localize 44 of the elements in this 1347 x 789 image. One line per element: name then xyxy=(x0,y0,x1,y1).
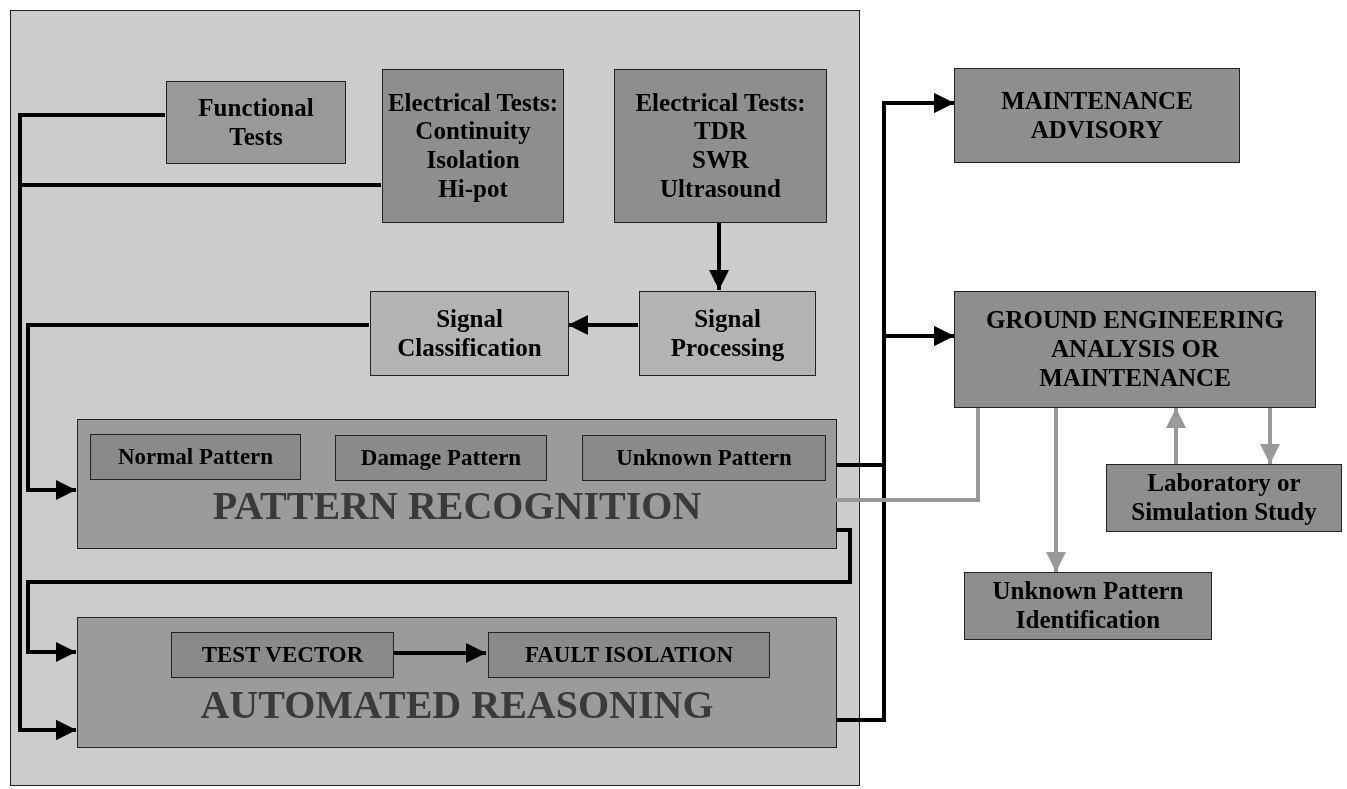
box-label: TDR SWR Ultrasound xyxy=(659,117,782,204)
process-box xyxy=(166,81,346,164)
process-box xyxy=(639,291,816,376)
box-label: MAINTENANCE ADVISORY xyxy=(1000,86,1194,145)
box-label: Normal Pattern xyxy=(117,443,274,471)
connector-arrow xyxy=(26,528,852,662)
box-label: Damage Pattern xyxy=(360,444,522,472)
connector-arrow xyxy=(709,222,729,290)
box-label: Signal Processing xyxy=(669,304,786,363)
process-box xyxy=(954,68,1240,163)
group-title: AUTOMATED REASONING xyxy=(200,685,714,725)
box-label: Signal Classification xyxy=(396,304,543,363)
box-label: GROUND ENGINEERING ANALYSIS OR MAINTENANCE xyxy=(985,306,1285,393)
process-box xyxy=(614,69,827,223)
connector-arrow xyxy=(1260,408,1280,464)
box-label: Unknown Pattern Identification xyxy=(991,577,1185,635)
process-box xyxy=(488,632,770,678)
connector-arrow xyxy=(18,183,381,740)
group-title: PATTERN RECOGNITION xyxy=(212,486,702,526)
process-box xyxy=(954,291,1316,408)
process-box xyxy=(370,291,569,376)
process-box xyxy=(964,572,1212,640)
connector-arrow xyxy=(26,323,369,500)
box-label: Functional Tests xyxy=(197,93,315,152)
process-box xyxy=(382,69,564,223)
box-label: Unknown Pattern xyxy=(616,444,792,472)
box-label: FAULT ISOLATION xyxy=(524,641,734,669)
connector-arrow xyxy=(392,643,486,663)
connector-arrow xyxy=(1046,408,1066,572)
panel-background xyxy=(10,10,860,786)
process-box xyxy=(171,632,394,678)
process-box xyxy=(582,435,826,481)
connector-arrow xyxy=(568,315,638,335)
box-label: Electrical Tests: xyxy=(387,88,559,118)
box-label: TEST VECTOR xyxy=(201,641,364,669)
box-label: Laboratory or Simulation Study xyxy=(1130,469,1318,527)
connector-arrow xyxy=(1166,408,1186,464)
box-label: Electrical Tests: xyxy=(635,88,806,118)
process-box xyxy=(335,435,547,481)
group-box xyxy=(77,419,837,549)
box-label: Continuity Isolation Hi-pot xyxy=(414,117,532,204)
group-box xyxy=(77,617,837,748)
process-box xyxy=(1106,464,1342,532)
process-box xyxy=(90,434,301,480)
